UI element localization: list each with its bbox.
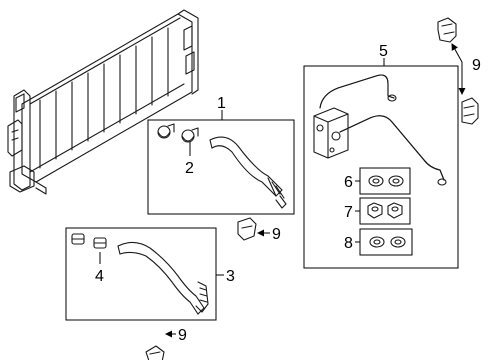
hose-kit-box-1: [147, 119, 295, 215]
nut-box-7: [359, 197, 411, 225]
callout-8: 8: [344, 235, 353, 252]
hose-clamp-icon: [93, 237, 107, 249]
callout-9-middle: 9: [272, 226, 281, 243]
leader-lines: [99, 43, 466, 338]
hose-clamp-icon: [71, 233, 85, 245]
hose-kit-box-3: [65, 227, 217, 321]
hose-clamp-icon: [157, 123, 175, 139]
radiator-assembly: [7, 9, 199, 195]
hose-clamp-icon: [181, 127, 199, 143]
callout-7: 7: [344, 204, 353, 221]
seal-box-8: [359, 228, 413, 256]
callout-1: 1: [217, 95, 226, 112]
callout-4: 4: [95, 268, 104, 285]
clip-icon: [145, 345, 165, 360]
clip-icon: [237, 217, 257, 241]
callout-6: 6: [344, 174, 353, 191]
clip-icon: [437, 17, 457, 43]
callout-3: 3: [226, 268, 235, 285]
seal-box-6: [359, 167, 411, 195]
callout-5: 5: [379, 43, 388, 60]
callout-2: 2: [185, 160, 194, 177]
cooler-tube-box-5: [303, 65, 459, 269]
callout-9-top: 9: [472, 57, 481, 74]
clip-icon: [461, 97, 479, 125]
callout-9-bottom: 9: [178, 327, 187, 344]
